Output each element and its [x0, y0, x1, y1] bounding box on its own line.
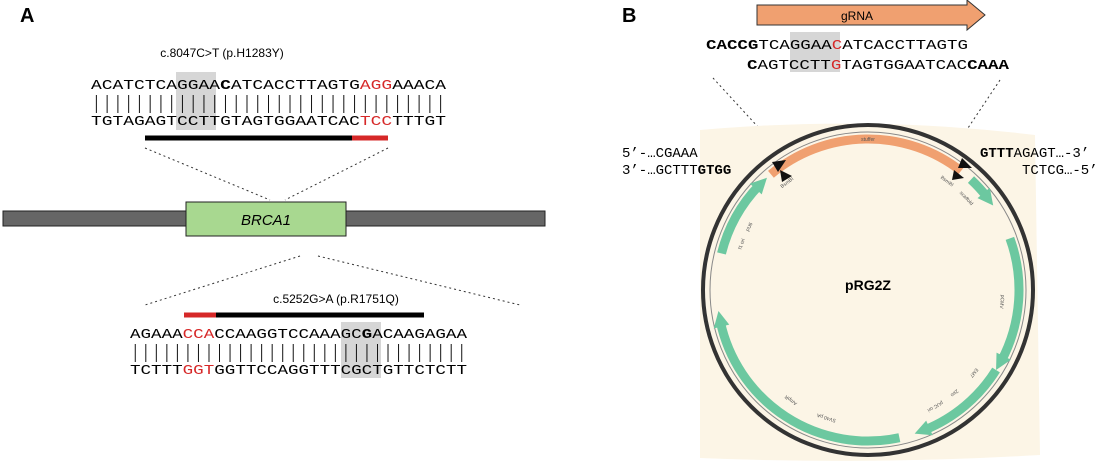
feature-label: EM7: [968, 367, 979, 379]
top-zoom-line-left: [144, 147, 271, 201]
sequence-segment: CACCG: [706, 38, 758, 54]
feature-arrowhead: [713, 311, 730, 329]
feature-arrowhead: [977, 187, 994, 206]
sequence-segment: AAACA: [392, 78, 447, 94]
panel-letter-b: B: [622, 5, 636, 27]
sequence-segment: G: [362, 327, 373, 343]
top-zoom-line-right: [284, 147, 389, 201]
pu6-feature: [717, 181, 763, 255]
sequence-segment: CAAA: [967, 58, 1010, 74]
feature-arrowhead: [996, 352, 1011, 371]
sequence-segment: TCTCG…-5’: [1022, 163, 1098, 179]
sequence-segment: AGTCCTT: [757, 58, 830, 74]
sequence-segment: C: [220, 78, 232, 94]
plasmid-background: [700, 123, 1040, 461]
ampr-feature: [715, 320, 901, 446]
sequence-segment: CCAAGGTCCAAAGC: [214, 327, 361, 343]
sequence-segment: ATCACCTTAGTG: [842, 38, 968, 54]
feature-label: pU6: [745, 221, 755, 232]
feature-label: stuffer: [861, 137, 875, 143]
sequence-segment: G: [831, 58, 841, 74]
bottom-mutation-label: c.5252G>A (p.R1751Q): [273, 292, 399, 306]
sequence-segment: TCAGGAA: [758, 38, 832, 54]
plasmid-backbone: [701, 123, 1035, 457]
sequence-segment: TTTGT: [392, 114, 446, 130]
right-overhang-top: GTTTAGAGT…-3’: [980, 146, 1089, 162]
feature-label: f1 ori: [737, 238, 746, 251]
sequence-segment: ATCACCTTAGTG: [231, 78, 360, 94]
sequence-segment: C: [832, 38, 842, 54]
top-mutation-label: c.8047C>T (p.H1283Y): [160, 46, 284, 60]
grna-highlight: [790, 32, 840, 72]
right-overhang-bottom: TCTCG…-5’: [1022, 163, 1098, 179]
sequence-segment: GGTTCCAGGTTTCGCTGTTCTCTT: [214, 363, 467, 379]
sequence-segment: ACAAGAGAA: [372, 327, 468, 343]
grna-arrow: [756, 0, 986, 32]
feature-label: Zeo: [949, 388, 960, 398]
sequence-segment: TGTAGAGTCCTTGTAGTGGAATCAC: [91, 114, 360, 130]
plasmid-inner-ring: [709, 131, 1027, 449]
sequence-segment: 3’-…GCTTT: [622, 163, 698, 179]
sequence-segment: TCC: [360, 114, 392, 130]
sequence-segment: GTTT: [980, 146, 1014, 162]
sequence-segment: AGAGT…-3’: [1014, 146, 1090, 162]
stuffer-feature: [768, 134, 964, 178]
gene-label: BRCA1: [241, 212, 291, 229]
bsmbi-cut-markers: [772, 158, 972, 182]
zeo-feature: [922, 367, 1000, 435]
sequence-segment: AGAAA: [130, 327, 183, 343]
panel-letter-a: A: [20, 5, 34, 27]
left-overhang-bottom: 3’-…GCTTTGTGG: [622, 163, 731, 179]
feature-label: pCMV: [998, 294, 1005, 309]
feature-arrowheads: [713, 177, 1011, 436]
bottom-zoom-line-left: [144, 255, 301, 306]
top-base-pair-bonds: [95, 95, 442, 113]
sequence-segment: CCA: [183, 327, 215, 343]
pcmv-feature: [997, 236, 1024, 364]
sequence-segment: GGT: [183, 363, 215, 379]
sequence-segment: AGG: [360, 78, 392, 94]
sequence-segment: ACATCTCAGGAA: [91, 78, 221, 94]
bottom-mutation-highlight: [341, 322, 381, 378]
sequence-segment: 5’-…CGAAA: [622, 146, 698, 162]
sequence-segment: C: [747, 58, 758, 74]
left-overhang-top: 5’-…CGAAA: [622, 146, 698, 162]
feature-arrowhead: [749, 177, 767, 195]
plasmid-name: pRG2Z: [845, 277, 891, 293]
grna-label: gRNA: [841, 9, 873, 23]
sequence-segment: TAGTGGAATCAC: [841, 58, 967, 74]
brca1-gene-box: [185, 201, 347, 237]
sequence-segment: GTGG: [698, 163, 732, 179]
sequence-segment: TCTTT: [130, 363, 183, 379]
bottom-base-pair-bonds: [134, 344, 463, 362]
feature-arrowhead: [914, 420, 933, 436]
